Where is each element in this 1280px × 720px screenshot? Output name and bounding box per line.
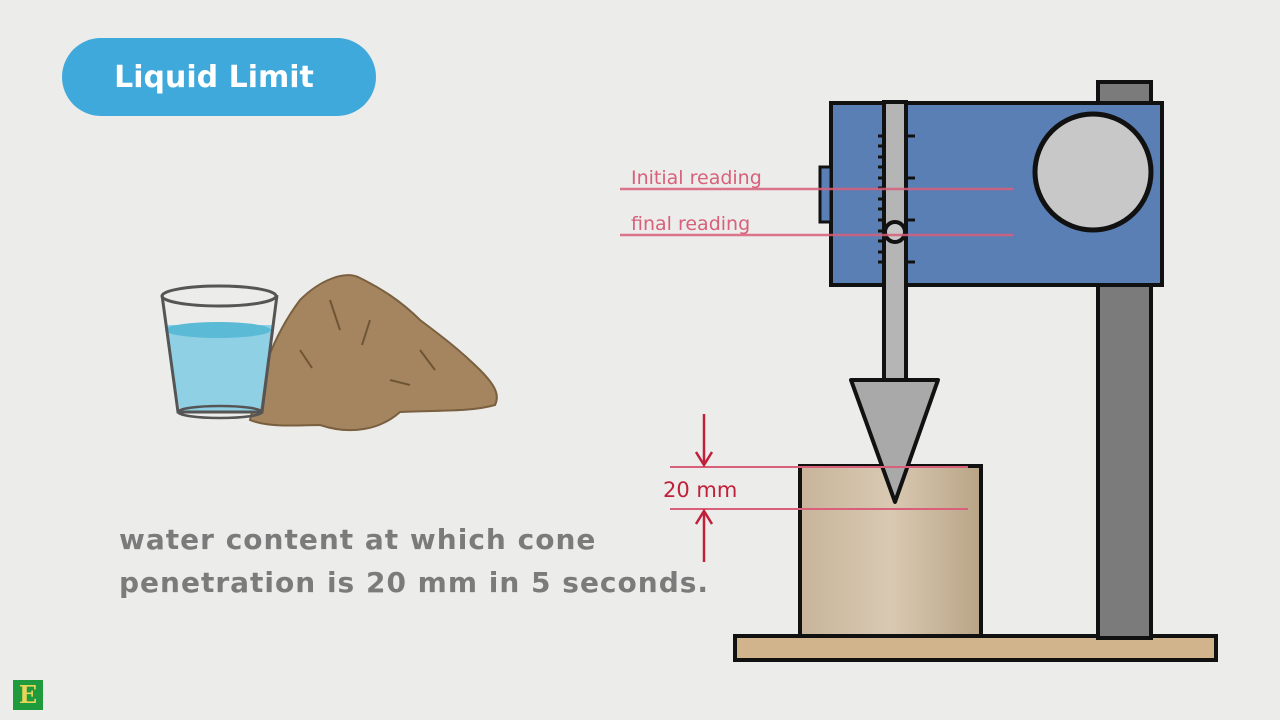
initial-reading-label: Initial reading — [631, 167, 762, 189]
channel-logo: E — [13, 680, 43, 710]
dial-gauge — [1032, 111, 1154, 233]
title-pill: Liquid Limit — [62, 38, 376, 116]
up-arrow-icon — [694, 508, 714, 562]
down-arrow-icon — [694, 414, 714, 468]
soil-heap-illustration — [248, 274, 498, 432]
penetration-label: 20 mm — [663, 478, 737, 502]
clamp-knob — [818, 165, 833, 224]
definition-line-1: water content at which cone — [119, 523, 597, 556]
water-glass-illustration — [160, 284, 279, 420]
definition-text: water content at which cone penetration … — [119, 518, 709, 604]
title-text: Liquid Limit — [114, 59, 314, 95]
cone — [849, 378, 940, 504]
final-reading-label: final reading — [631, 213, 750, 235]
definition-line-2: penetration is 20 mm in 5 seconds. — [119, 566, 710, 599]
shaft-indicator — [883, 220, 907, 244]
soil-cup — [798, 464, 983, 638]
